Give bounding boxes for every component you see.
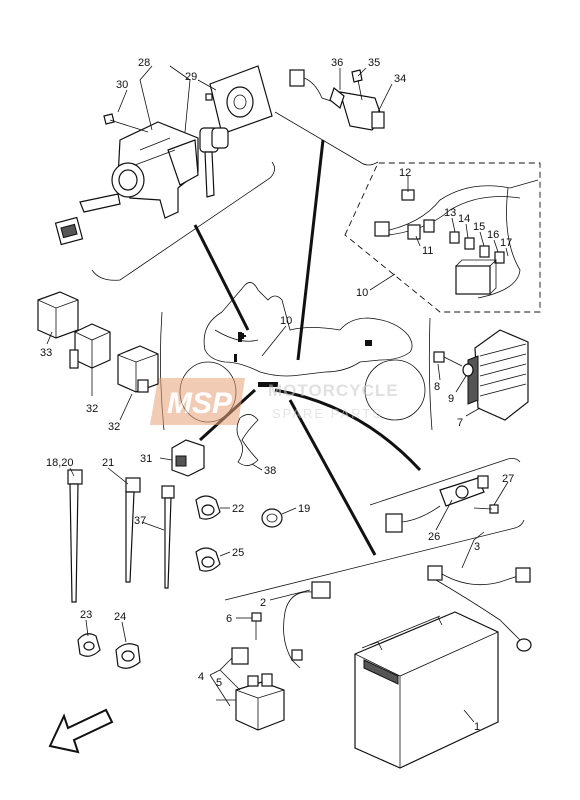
callout-32-b: 32 [108,421,120,433]
callout-10-box: 10 [356,287,368,299]
battery-divider [224,519,525,601]
sensor-assembly [289,69,385,131]
watermark-line1: MOTORCYCLE [268,381,399,400]
callout-3: 3 [474,541,480,553]
callout-22: 22 [232,503,244,515]
ignition-key [199,127,229,198]
bolt-6 [251,612,262,640]
key-cap-29 [205,65,273,135]
battery-cable-2 [283,581,331,669]
callout-19: 19 [298,503,310,515]
top-left-divider [91,161,275,281]
bottom-right-divider [369,458,521,506]
callout-23: 23 [80,609,92,621]
callout-6: 6 [226,613,232,625]
relay-32-b [117,345,159,393]
callout-35: 35 [368,57,380,69]
relay-32-a [69,323,111,369]
clamp-19 [261,508,283,528]
callout-15: 15 [473,221,485,233]
callout-29: 29 [185,71,197,83]
callout-32-a: 32 [86,403,98,415]
leader-ignition [193,224,250,331]
cable-tie-18 [67,469,83,603]
cable-tie-21 [125,477,141,583]
clamp-24 [115,643,141,669]
callout-11: 11 [422,245,433,257]
rectifier-regulator-7 [467,329,529,421]
fuse-4 [231,647,249,665]
clamp-22 [195,495,221,520]
wire-harness-detail [374,179,539,299]
callout-31: 31 [140,453,152,465]
relay-31 [171,439,205,477]
callout-9: 9 [448,393,454,405]
leader-relay [274,388,422,472]
callout-30: 30 [116,79,128,91]
callout-36: 36 [331,57,343,69]
starter-relay-26 [385,475,489,533]
callout-16: 16 [487,229,499,241]
callout-21: 21 [102,457,114,469]
callout-8: 8 [434,381,440,393]
leader-sensor [296,139,325,361]
clamp-25 [195,547,221,572]
bolt-8 [433,351,463,367]
battery-1 [354,611,499,769]
top-right-divider [274,111,379,166]
starter-relay-5 [235,673,285,731]
callout-27: 27 [502,473,514,485]
watermark: MSP MOTORCYCLE SPARE PARTS [150,378,399,425]
callout-labels: 28 29 30 36 35 34 12 13 14 15 16 17 11 1… [40,57,514,733]
callout-10-bike: 10 [280,315,292,327]
bolt-30 [103,113,149,133]
callout-37: 37 [134,515,146,527]
callout-24: 24 [114,611,126,623]
clamp-23 [77,633,101,657]
clamp-38 [236,414,259,466]
callout-1: 1 [474,721,480,733]
callout-12: 12 [399,167,411,179]
leader-battery [288,399,377,556]
callout-17: 17 [500,237,512,249]
bolt-27 [473,504,499,514]
callout-18-20: 18,20 [46,457,74,469]
callout-26: 26 [428,531,440,543]
watermark-line2: SPARE PARTS [272,406,383,421]
relay-33 [37,291,79,339]
callout-25: 25 [232,547,244,559]
callout-4: 4 [198,671,204,683]
cable-tie-37 [161,485,175,589]
wiring-detail-box [344,162,541,313]
callout-13: 13 [444,207,456,219]
front-direction-arrow [48,708,114,754]
callout-14: 14 [458,213,470,225]
right-mid-divider [428,317,433,431]
callout-33: 33 [40,347,52,359]
callout-7: 7 [457,417,463,429]
callout-28: 28 [138,57,150,69]
callout-38: 38 [264,465,276,477]
watermark-logo-shape [150,378,245,425]
motorcycle-outline [179,282,426,423]
callout-5: 5 [216,677,222,689]
ignition-switch [54,121,199,246]
watermark-logo: MSP [167,387,233,420]
callout-2: 2 [260,597,266,609]
washer-9 [462,363,474,377]
cross-marker [240,333,246,339]
battery-cable-3 [427,565,532,652]
callout-34: 34 [394,73,406,85]
leader-lines [46,65,509,723]
